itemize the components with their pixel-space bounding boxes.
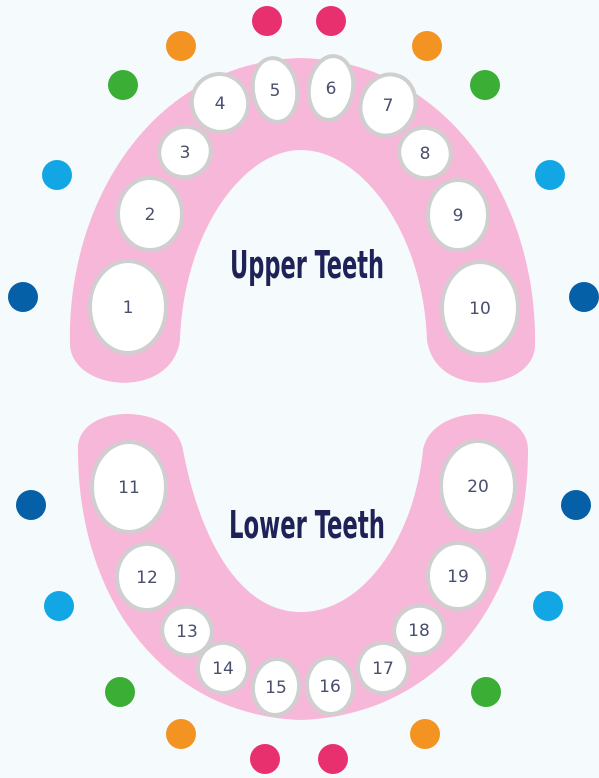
upper-tooth-2: 2 xyxy=(118,178,182,250)
lower-tooth-12: 12 xyxy=(117,544,177,610)
tooth-number: 17 xyxy=(372,659,394,679)
tooth-number: 12 xyxy=(136,568,158,588)
tooth-number: 13 xyxy=(176,622,198,642)
upper-tooth-1: 1 xyxy=(90,261,166,353)
dot-magenta xyxy=(318,744,348,774)
dot-magenta xyxy=(252,6,282,36)
tooth-number: 19 xyxy=(447,567,469,587)
lower-teeth-title: Lower Teeth xyxy=(229,503,385,547)
dot-cyan xyxy=(533,591,563,621)
dot-magenta xyxy=(250,744,280,774)
upper-tooth-9: 9 xyxy=(428,180,488,250)
dot-navy xyxy=(561,490,591,520)
dot-navy xyxy=(8,282,38,312)
dot-magenta xyxy=(316,6,346,36)
dot-green xyxy=(108,70,138,100)
upper-teeth-title: Upper Teeth xyxy=(230,243,384,287)
dot-green xyxy=(471,677,501,707)
lower-tooth-11: 11 xyxy=(92,442,166,532)
tooth-number: 11 xyxy=(118,478,140,498)
dot-green xyxy=(105,677,135,707)
tooth-number: 3 xyxy=(180,143,191,163)
tooth-number: 1 xyxy=(123,298,134,318)
tooth-number: 5 xyxy=(270,81,281,101)
tooth-number: 2 xyxy=(145,205,156,225)
dot-orange xyxy=(166,31,196,61)
tooth-number: 20 xyxy=(467,477,489,497)
tooth-number: 8 xyxy=(420,144,431,164)
tooth-number: 14 xyxy=(212,659,234,679)
lower-tooth-19: 19 xyxy=(428,543,488,609)
tooth-number: 4 xyxy=(215,94,226,114)
tooth-number: 6 xyxy=(326,79,337,99)
tooth-number: 9 xyxy=(453,206,464,226)
tooth-number: 10 xyxy=(469,299,491,319)
dot-cyan xyxy=(42,160,72,190)
lower-tooth-20: 20 xyxy=(441,441,515,531)
dot-orange xyxy=(166,719,196,749)
dot-navy xyxy=(569,282,599,312)
tooth-number: 7 xyxy=(383,96,394,116)
tooth-number: 16 xyxy=(319,677,341,697)
upper-tooth-10: 10 xyxy=(442,262,518,354)
dot-navy xyxy=(16,490,46,520)
dot-cyan xyxy=(535,160,565,190)
dot-orange xyxy=(410,719,440,749)
dot-green xyxy=(470,70,500,100)
tooth-number: 15 xyxy=(265,678,287,698)
tooth-number: 18 xyxy=(408,621,430,641)
dot-cyan xyxy=(44,591,74,621)
dot-orange xyxy=(412,31,442,61)
